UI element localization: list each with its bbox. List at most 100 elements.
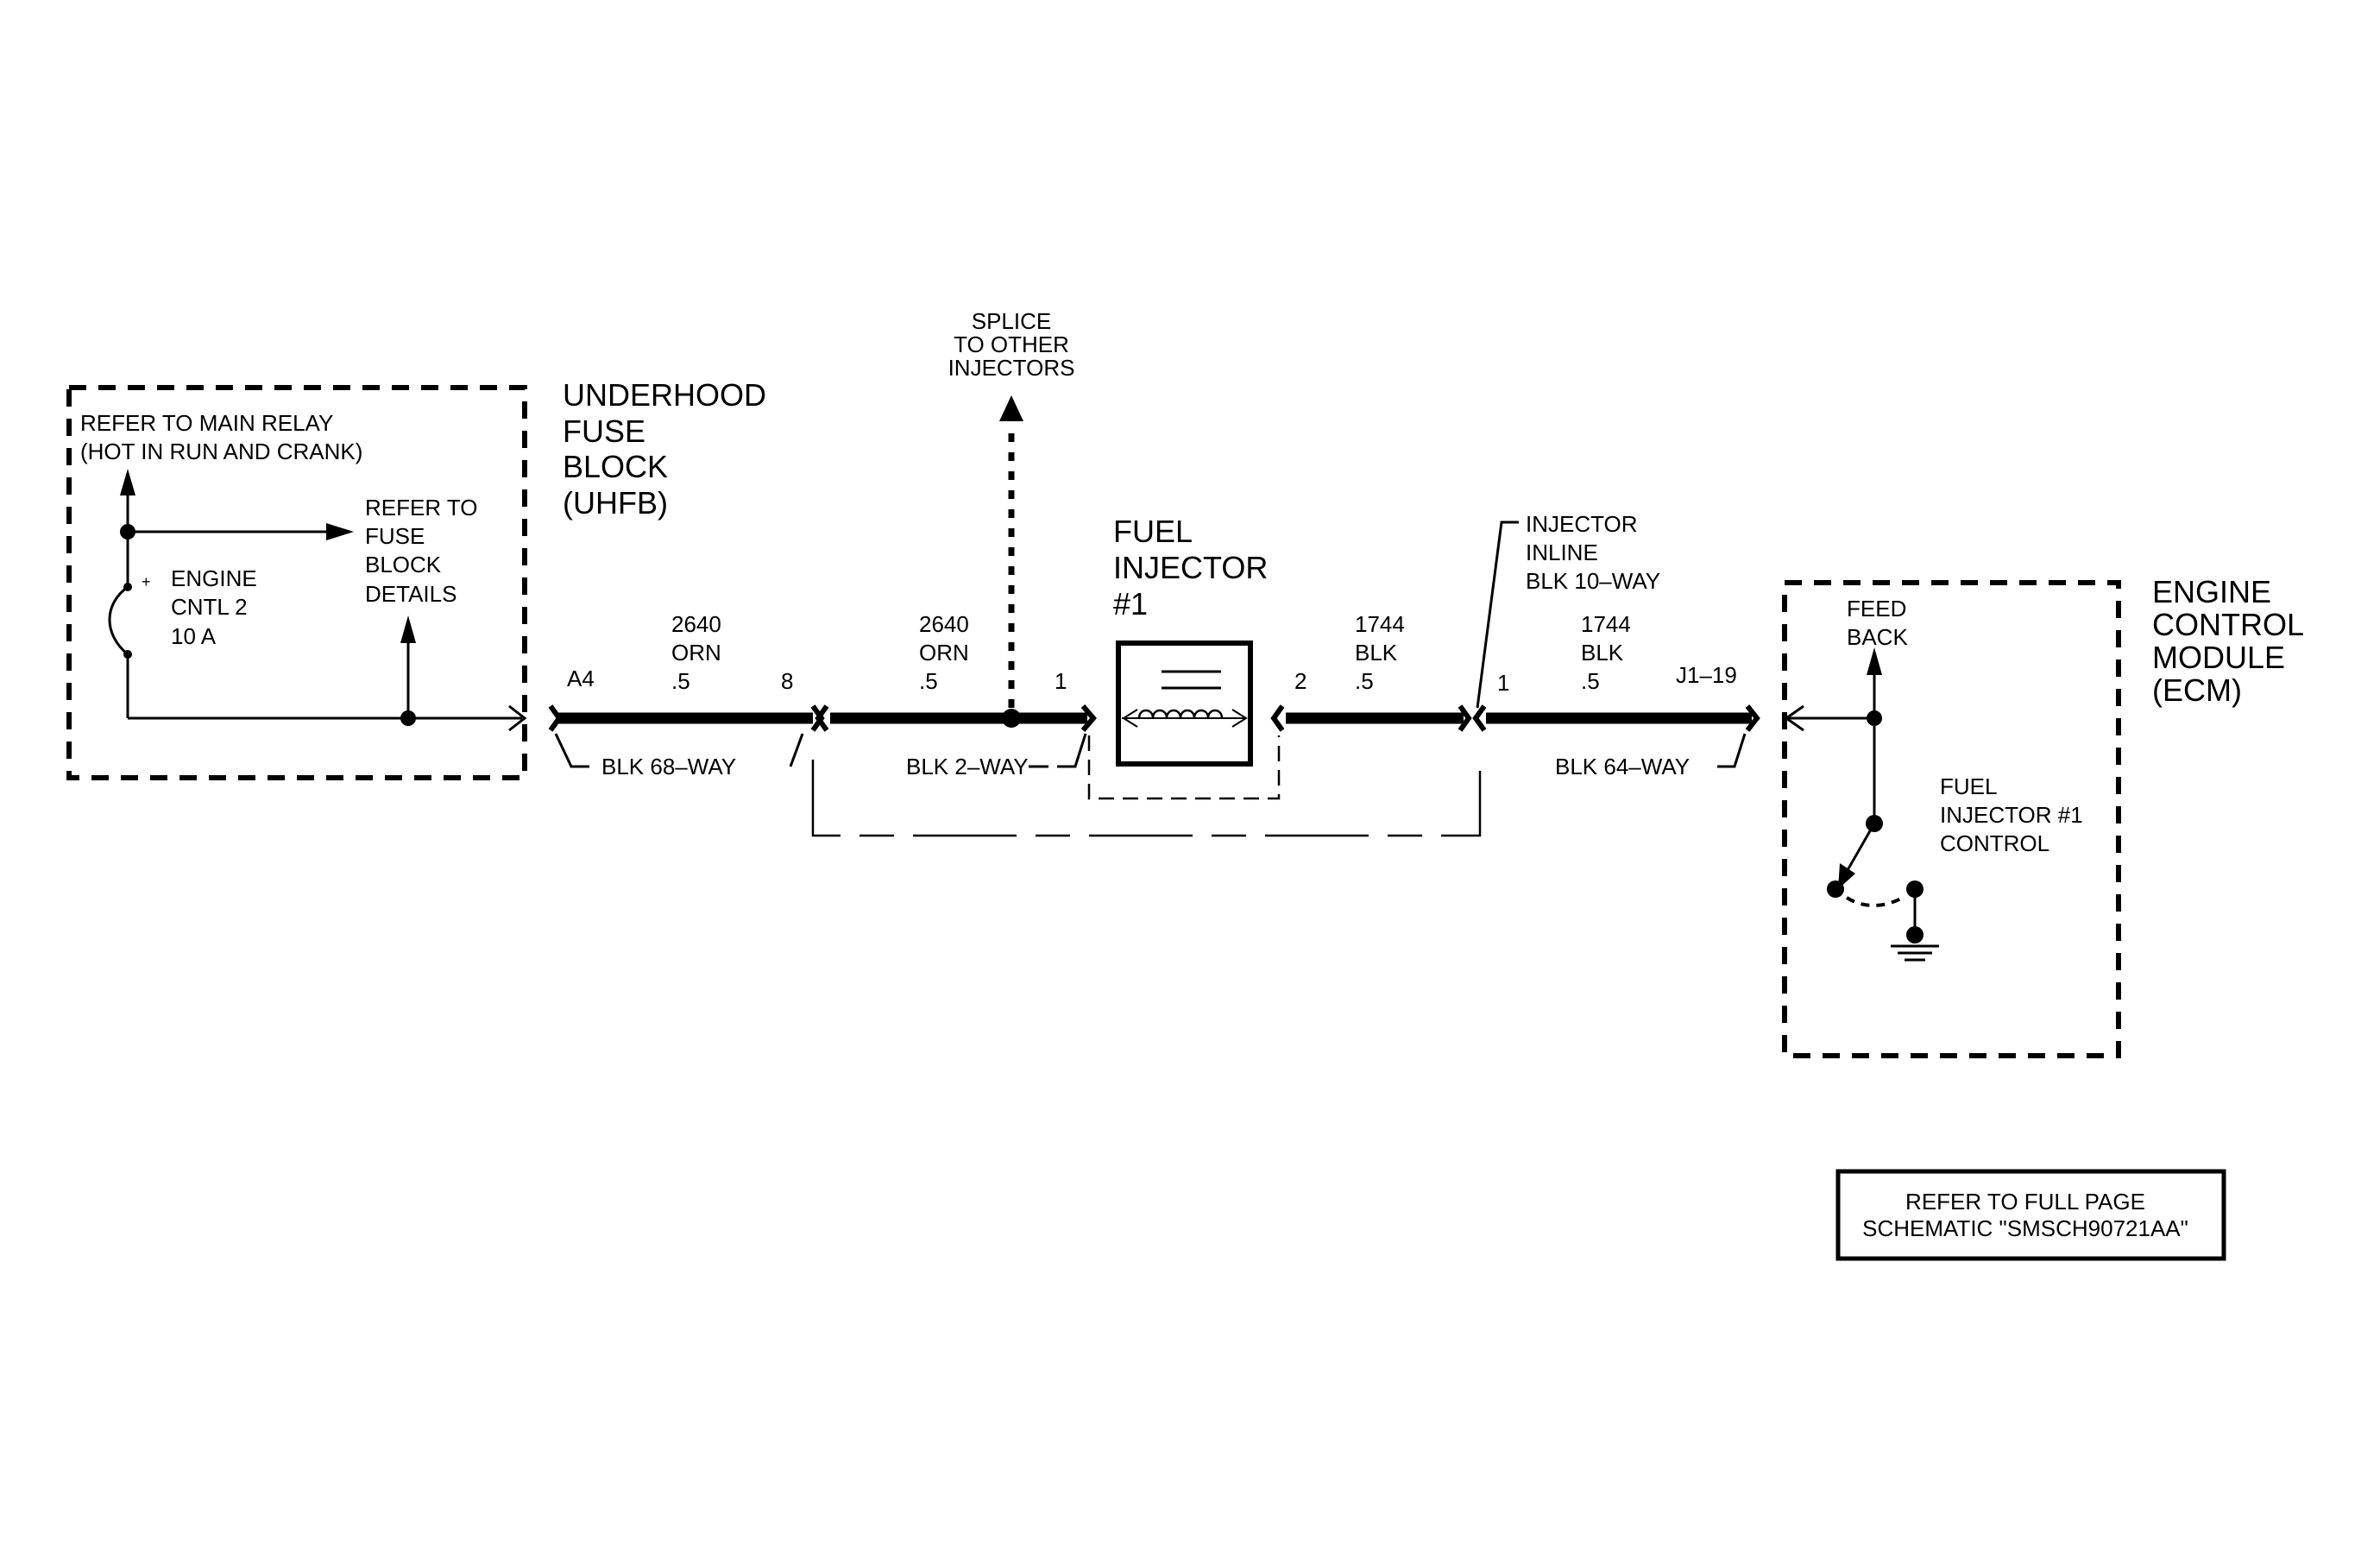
uhfb-title-line1: UNDERHOOD	[563, 377, 766, 413]
wire-4-gauge: .5	[1581, 668, 1600, 694]
arrow-up-icon	[999, 395, 1023, 421]
main-relay-line1: REFER TO MAIN RELAY	[80, 410, 333, 436]
ecm-input-arrow-icon	[1784, 704, 1804, 732]
connector-bracket	[1717, 733, 1747, 768]
main-relay-line2: (HOT IN RUN AND CRANK)	[80, 439, 362, 464]
wire-4-circuit: 1744	[1581, 611, 1631, 637]
control-line3: CONTROL	[1940, 830, 2049, 856]
feedback-line1: FEED	[1847, 596, 1906, 622]
injector-title-line3: #1	[1113, 586, 1148, 622]
harness-outline	[811, 760, 1482, 837]
wire-2-color: ORN	[919, 640, 969, 666]
inline-line3: BLK 10–WAY	[1526, 568, 1660, 594]
ecm-title-line1: ENGINE	[2152, 574, 2271, 609]
schematic-note-box	[1835, 1169, 2226, 1261]
splice-label: SPLICE TO OTHER INJECTORS	[948, 308, 1075, 381]
fuse-label: ENGINE CNTL 2 10 A	[171, 565, 257, 649]
connector-arrow-icon	[1745, 704, 1760, 732]
ecm-title-line3: MODULE	[2152, 640, 2285, 675]
pin-inline-1: 1	[1497, 670, 1509, 696]
injector-coil-icon	[1137, 709, 1224, 719]
feedback-line2: BACK	[1847, 624, 1908, 650]
ecm-box	[1782, 580, 2121, 1058]
uhfb-title-line4: (UHFB)	[563, 485, 668, 521]
wire-label-1: 2640 ORN .5	[671, 611, 721, 694]
switch-arrow-icon	[1838, 863, 1855, 889]
refer-fuse-line2: FUSE	[365, 523, 425, 549]
injector-harness-outline	[1087, 735, 1281, 800]
splice-line3: INJECTORS	[948, 355, 1075, 381]
connector-2-way: BLK 2–WAY	[906, 754, 1029, 779]
connector-68-way: BLK 68–WAY	[601, 754, 736, 779]
wire-label-4: 1744 BLK .5	[1581, 611, 1631, 694]
note-line2: SCHEMATIC "SMSCH90721AA"	[1862, 1215, 2188, 1241]
splice-line2: TO OTHER	[954, 331, 1069, 357]
wire-1-circuit: 2640	[671, 611, 721, 637]
uhfb-title: UNDERHOOD FUSE BLOCK (UHFB)	[563, 377, 766, 521]
injector-inline-label: INJECTOR INLINE BLK 10–WAY	[1526, 511, 1660, 594]
connector-arrow-icon	[548, 704, 563, 732]
pin-a4: A4	[567, 666, 595, 691]
connector-bracket	[789, 733, 804, 767]
ecm-title-line2: CONTROL	[2152, 607, 2304, 642]
wire-label-3: 1744 BLK .5	[1355, 611, 1405, 694]
inline-leader	[1476, 521, 1519, 709]
fuel-injector-title: FUEL INJECTOR #1	[1113, 514, 1268, 622]
inline-line2: INLINE	[1526, 540, 1598, 565]
fuse-label-line1: ENGINE	[171, 565, 257, 591]
pin-2: 2	[1294, 668, 1306, 694]
refer-fuse-label: REFER TO FUSE BLOCK DETAILS	[365, 495, 478, 607]
arrow-up-icon	[120, 469, 135, 495]
switch-arm	[1842, 823, 1876, 877]
feedback-label: FEED BACK	[1847, 596, 1908, 650]
connector-arrow-icon	[810, 704, 825, 732]
connector-bracket	[554, 733, 589, 768]
wire-1-gauge: .5	[671, 668, 690, 694]
wire-label-2: 2640 ORN .5	[919, 611, 969, 694]
wire-2-circuit: 2640	[919, 611, 969, 637]
connector-64-way: BLK 64–WAY	[1555, 754, 1690, 779]
connector-bracket	[1057, 733, 1087, 768]
switch-actuator	[1845, 896, 1904, 907]
pin-8: 8	[781, 668, 793, 694]
arrow-up-icon	[1867, 647, 1882, 675]
connector-arrow-icon	[1472, 704, 1487, 732]
connector-arrow-icon	[815, 704, 829, 732]
connector-arrow-icon	[1270, 704, 1285, 732]
wire-4-color: BLK	[1581, 640, 1624, 666]
refer-fuse-line4: DETAILS	[365, 581, 456, 607]
wire-3-color: BLK	[1355, 640, 1398, 666]
wire-2-gauge: .5	[919, 668, 938, 694]
control-line2: INJECTOR #1	[1940, 802, 2083, 828]
switch-contact	[1906, 926, 1924, 943]
injector-lead-arrow	[1122, 709, 1138, 728]
connector-arrow-icon	[1080, 704, 1097, 732]
wire-1-color: ORN	[671, 640, 721, 666]
fuse-label-line2: CNTL 2	[171, 594, 248, 620]
uhfb-box	[66, 385, 527, 780]
ground-icon	[1891, 944, 1939, 962]
fuse-icon	[108, 585, 129, 656]
uhfb-title-line3: BLOCK	[563, 449, 668, 484]
arrow-right-icon	[326, 523, 354, 540]
control-label: FUEL INJECTOR #1 CONTROL	[1940, 773, 2083, 856]
inline-line1: INJECTOR	[1526, 511, 1638, 537]
fuse-plus-sign: +	[142, 573, 151, 590]
note-line1: REFER TO FULL PAGE	[1905, 1189, 2145, 1215]
arrow-up-icon	[400, 615, 416, 643]
injector-lead-arrow	[1231, 709, 1248, 728]
uhfb-title-line2: FUSE	[563, 413, 645, 449]
fuel-injector-body	[1116, 641, 1253, 767]
connector-arrow-icon	[508, 704, 527, 732]
wire-3-gauge: .5	[1355, 668, 1374, 694]
refer-fuse-line3: BLOCK	[365, 552, 442, 577]
splice-dot	[1002, 709, 1021, 728]
control-line1: FUEL	[1940, 773, 1997, 799]
connector-arrow-icon	[1458, 704, 1472, 732]
pin-1: 1	[1055, 668, 1067, 694]
injector-title-line1: FUEL	[1113, 514, 1193, 549]
pin-j1-19: J1–19	[1676, 662, 1737, 688]
refer-fuse-line1: REFER TO	[365, 495, 478, 521]
fuse-label-line3: 10 A	[171, 623, 217, 649]
